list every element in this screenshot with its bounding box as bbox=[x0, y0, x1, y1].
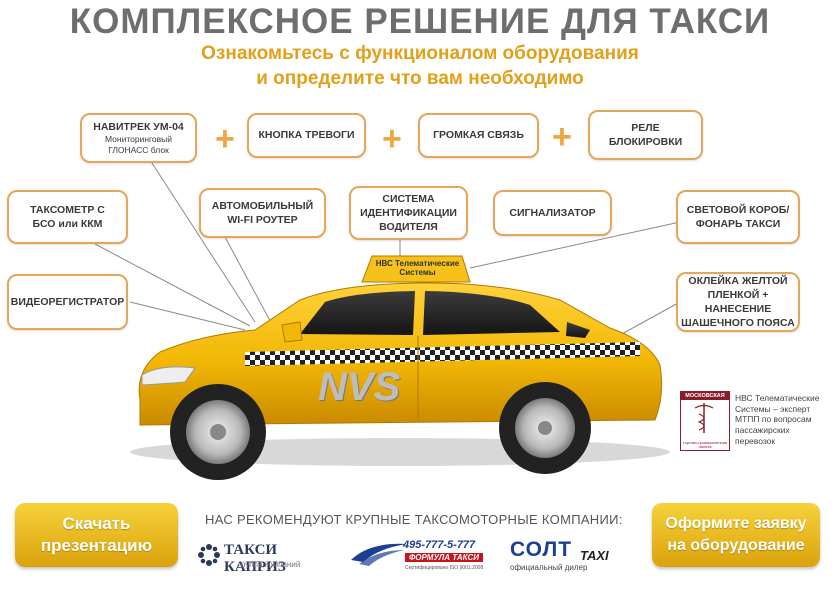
formula-phone: 495-777-5-777 bbox=[403, 539, 476, 551]
navitrek-title: НАВИТРЕК УМ-04 bbox=[93, 121, 184, 134]
dvr-box: ВИДЕОРЕГИСТРАТОР bbox=[7, 274, 128, 330]
wifi-line1: АВТОМОБИЛЬНЫЙ bbox=[211, 199, 314, 212]
solt-taxi-logo[interactable]: СОЛТ TAXI официальный дилер bbox=[508, 538, 628, 574]
relay-line2: БЛОКИРОВКИ bbox=[608, 136, 683, 148]
taximeter-line2: БСО или ККМ bbox=[32, 218, 103, 230]
wrap-line2: ПЛЕНКОЙ + НАНЕСЕНИЕ bbox=[704, 288, 772, 315]
download-presentation-button[interactable]: Скачать презентацию bbox=[15, 503, 178, 567]
kapriz-name: ТАКСИ КАПРИЗ bbox=[224, 542, 286, 575]
formula-swoosh-icon bbox=[351, 543, 407, 566]
panic-button-box: КНОПКА ТРЕВОГИ bbox=[247, 113, 366, 158]
order-line2: на оборудование bbox=[667, 537, 805, 554]
mtpp-text-line4: пассажирских bbox=[735, 424, 790, 435]
taximeter-box: ТАКСОМЕТР С БСО или ККМ bbox=[7, 190, 128, 244]
navitrek-sub2: ГЛОНАСС блок bbox=[108, 145, 169, 156]
mtpp-seal-logo: МОСКОВСКАЯ торгово-промышленная палата bbox=[680, 391, 730, 451]
wrap-line3: ШАШЕЧНОГО ПОЯСА bbox=[681, 317, 795, 330]
formula-sub: Сертифицировано ISO 9001:2008 bbox=[405, 565, 484, 571]
lightbox-line2: ФОНАРЬ ТАКСИ bbox=[695, 218, 781, 230]
mtpp-text-line3: МТПП по вопросам bbox=[735, 414, 812, 425]
lightbox-box: СВЕТОВОЙ КОРОБ/ ФОНАРЬ ТАКСИ bbox=[676, 190, 800, 244]
roof-sign: НВС Телематические Системы bbox=[370, 259, 465, 277]
mtpp-text-line2: Системы – эксперт bbox=[735, 403, 811, 414]
relay-box: РЕЛЕ БЛОКИРОВКИ bbox=[588, 110, 703, 160]
nvs-door-logo: NVS bbox=[318, 365, 401, 409]
download-line2: презентацию bbox=[40, 536, 153, 555]
driver-id-box: СИСТЕМА ИДЕНТИФИКАЦИИ ВОДИТЕЛЯ bbox=[349, 186, 468, 240]
navitrek-sub1: Мониторинговый bbox=[104, 134, 173, 145]
dvr-label: ВИДЕОРЕГИСТРАТОР bbox=[10, 295, 125, 308]
mtpp-expert-text: НВС Телематические Системы – эксперт МТП… bbox=[735, 393, 835, 446]
driver-id-line2: ИДЕНТИФИКАЦИИ bbox=[360, 206, 457, 219]
relay-line1: РЕЛЕ bbox=[631, 121, 660, 134]
plus-icon: + bbox=[382, 120, 402, 158]
formula-taxi-logo[interactable]: 495-777-5-777 ФОРМУЛА ТАКСИ Сертифициров… bbox=[349, 538, 489, 574]
subtitle-line1: Ознакомьтесь с функционалом оборудования bbox=[201, 43, 639, 64]
order-equipment-button[interactable]: Оформите заявку на оборудование bbox=[652, 503, 820, 567]
solt-taxi: TAXI bbox=[580, 548, 609, 563]
loud-speaker-box: ГРОМКАЯ СВЯЗЬ bbox=[418, 113, 539, 158]
plus-icon: + bbox=[215, 120, 235, 158]
download-line1: Скачать bbox=[62, 513, 131, 533]
page-title: КОМПЛЕКСНОЕ РЕШЕНИЕ ДЛЯ ТАКСИ bbox=[69, 2, 771, 41]
kapriz-sub: группа компаний bbox=[238, 560, 301, 569]
taximeter-line1: ТАКСОМЕТР С bbox=[30, 203, 105, 216]
plus-icon: + bbox=[552, 118, 572, 156]
driver-id-line3: ВОДИТЕЛЯ bbox=[379, 221, 438, 234]
order-line1: Оформите заявку bbox=[665, 515, 807, 533]
lightbox-line1: СВЕТОВОЙ КОРОБ/ bbox=[686, 203, 790, 216]
caduceus-icon bbox=[694, 403, 714, 433]
driver-id-line1: СИСТЕМА bbox=[382, 192, 435, 205]
wrap-line1: ОКЛЕЙКА ЖЕЛТОЙ bbox=[688, 274, 788, 287]
signalizer-label: СИГНАЛИЗАТОР bbox=[509, 206, 596, 219]
loud-speaker-label: ГРОМКАЯ СВЯЗЬ bbox=[433, 129, 524, 142]
wrap-box: ОКЛЕЙКА ЖЕЛТОЙ ПЛЕНКОЙ + НАНЕСЕНИЕ ШАШЕЧ… bbox=[676, 272, 800, 332]
roof-sign-line1: НВС Телематические bbox=[375, 259, 460, 268]
wifi-router-box: АВТОМОБИЛЬНЫЙ WI-FI РОУТЕР bbox=[199, 188, 326, 238]
taxi-kapriz-logo[interactable]: ТАКСИ КАПРИЗ группа компаний bbox=[196, 540, 336, 575]
navitrek-box: НАВИТРЕК УМ-04 Мониторинговый ГЛОНАСС бл… bbox=[80, 113, 197, 163]
kapriz-emblem-icon bbox=[198, 544, 220, 566]
mtpp-text-line5: перевозок bbox=[735, 435, 776, 446]
roof-sign-line2: Системы bbox=[399, 268, 436, 278]
mtpp-seal-label: МОСКОВСКАЯ bbox=[681, 392, 729, 400]
mtpp-text-line1: НВС Телематические bbox=[735, 393, 820, 403]
recommend-heading: НАС РЕКОМЕНДУЮТ КРУПНЫЕ ТАКСОМОТОРНЫЕ КО… bbox=[205, 512, 623, 527]
solt-name: СОЛТ bbox=[510, 538, 573, 561]
signalizer-box: СИГНАЛИЗАТОР bbox=[493, 190, 612, 236]
formula-name: ФОРМУЛА ТАКСИ bbox=[405, 553, 483, 562]
mtpp-seal-bottom: торгово-промышленная палата bbox=[682, 440, 728, 449]
solt-sub: официальный дилер bbox=[510, 563, 588, 572]
panic-button-label: КНОПКА ТРЕВОГИ bbox=[258, 129, 355, 142]
wifi-line2: WI-FI РОУТЕР bbox=[227, 214, 298, 226]
subtitle-line2: и определите что вам необходимо bbox=[256, 68, 584, 89]
